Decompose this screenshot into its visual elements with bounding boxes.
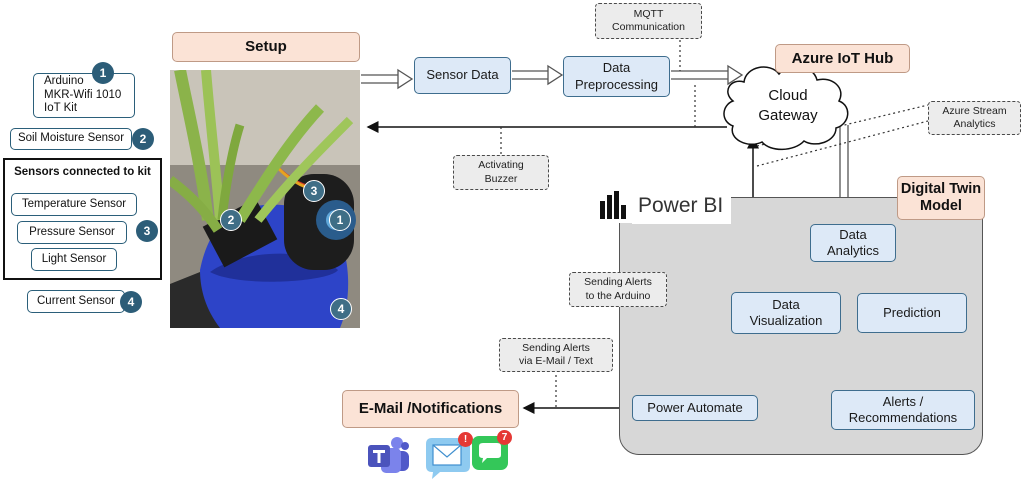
data-preprocessing-line-2: Preprocessing bbox=[574, 76, 659, 92]
photo-badge-3: 3 bbox=[303, 180, 325, 202]
activating-buzzer-line-2: Buzzer bbox=[484, 172, 518, 185]
power-bi-logo bbox=[597, 187, 633, 223]
azure-stream-line-2: Analytics bbox=[953, 118, 996, 130]
arduino-line-1: Arduino bbox=[44, 74, 84, 87]
azure-iot-hub-title: Azure IoT Hub bbox=[775, 44, 910, 73]
email-alerts-note: Sending Alerts via E-Mail / Text bbox=[499, 338, 613, 372]
alerts-line-2: Recommendations bbox=[848, 410, 958, 425]
cloud-gateway-line-2: Gateway bbox=[758, 107, 818, 125]
soil-moisture-label: Soil Moisture Sensor bbox=[17, 132, 125, 145]
digital-twin-line-2: Model bbox=[920, 198, 962, 214]
email-icon-graphic bbox=[426, 438, 470, 479]
power-bi-icon bbox=[600, 191, 626, 219]
arduino-alerts-note: Sending Alerts to the Arduino bbox=[569, 272, 667, 307]
setup-title-text: Setup bbox=[245, 38, 287, 55]
teams-icon bbox=[366, 434, 410, 476]
data-analytics-box: Data Analytics bbox=[810, 224, 896, 262]
prediction-box: Prediction bbox=[857, 293, 967, 333]
mqtt-line-1: MQTT bbox=[633, 7, 664, 20]
pressure-sensor-label: Pressure Sensor bbox=[29, 225, 115, 238]
email-notifications-title: E-Mail /Notifications bbox=[342, 390, 519, 428]
setup-title: Setup bbox=[172, 32, 360, 62]
mqtt-line-2: Communication bbox=[612, 21, 685, 33]
digital-twin-title: Digital Twin Model bbox=[897, 176, 985, 220]
power-automate-label: Power Automate bbox=[647, 399, 743, 415]
pressure-sensor-box: Pressure Sensor bbox=[17, 221, 127, 244]
data-visualization-line-2: Visualization bbox=[749, 313, 823, 328]
digital-twin-line-1: Digital Twin bbox=[900, 180, 982, 197]
soil-moisture-box: Soil Moisture Sensor bbox=[10, 128, 132, 150]
data-preprocessing-box: Data Preprocessing bbox=[563, 56, 670, 97]
cloud-gateway-label: Cloud Gateway bbox=[740, 86, 836, 127]
activating-buzzer-line-1: Activating bbox=[478, 159, 524, 172]
arduino-line-3: IoT Kit bbox=[44, 102, 78, 115]
email-alerts-line-1: Sending Alerts bbox=[522, 341, 590, 354]
arduino-badge: 1 bbox=[92, 62, 114, 84]
light-sensor-label: Light Sensor bbox=[41, 252, 107, 265]
cloud-shape bbox=[723, 65, 849, 151]
email-notifications-text: E-Mail /Notifications bbox=[358, 400, 503, 417]
cloud-gateway-line-1: Cloud bbox=[768, 87, 808, 104]
current-sensor-box: Current Sensor bbox=[27, 290, 125, 313]
message-badge: 7 bbox=[497, 430, 512, 445]
temperature-sensor-label: Temperature Sensor bbox=[21, 197, 127, 210]
light-sensor-box: Light Sensor bbox=[31, 248, 117, 271]
message-icon-graphic bbox=[472, 436, 508, 470]
azure-stream-line-1: Azure Stream bbox=[942, 104, 1007, 117]
kit-sensors-title: Sensors connected to kit bbox=[14, 166, 151, 178]
current-sensor-badge: 4 bbox=[120, 291, 142, 313]
data-analytics-line-1: Data bbox=[839, 226, 867, 242]
arduino-line-2: MKR-Wifi 1010 bbox=[44, 88, 122, 101]
mqtt-note: MQTT Communication bbox=[595, 3, 702, 39]
data-visualization-line-1: Data bbox=[772, 296, 800, 312]
setup-photo bbox=[170, 70, 360, 328]
alerts-recommendations-box: Alerts / Recommendations bbox=[831, 390, 975, 430]
azure-stream-analytics-note: Azure Stream Analytics bbox=[928, 101, 1021, 135]
email-icon bbox=[424, 432, 472, 480]
power-automate-box: Power Automate bbox=[632, 395, 758, 421]
email-badge: ! bbox=[458, 432, 473, 447]
data-preprocessing-line-1: Data bbox=[602, 60, 631, 76]
email-alerts-line-2: via E-Mail / Text bbox=[519, 355, 593, 367]
data-analytics-line-2: Analytics bbox=[826, 243, 880, 258]
setup-photo-illustration bbox=[170, 70, 360, 328]
sensor-data-box: Sensor Data bbox=[414, 57, 511, 94]
activating-buzzer-note: Activating Buzzer bbox=[453, 155, 549, 190]
data-visualization-box: Data Visualization bbox=[731, 292, 841, 334]
soil-moisture-badge: 2 bbox=[132, 128, 154, 150]
arduino-alerts-line-1: Sending Alerts bbox=[584, 276, 652, 289]
arduino-alerts-line-2: to the Arduino bbox=[585, 289, 651, 302]
photo-badge-2: 2 bbox=[220, 209, 242, 231]
kit-sensors-badge: 3 bbox=[136, 220, 158, 242]
azure-iot-hub-text: Azure IoT Hub bbox=[791, 49, 894, 67]
teams-icon-graphic bbox=[368, 437, 409, 473]
photo-badge-1: 1 bbox=[329, 209, 351, 231]
alerts-line-1: Alerts / bbox=[882, 393, 924, 409]
temperature-sensor-box: Temperature Sensor bbox=[11, 193, 137, 216]
message-icon bbox=[472, 434, 508, 472]
sensor-data-label: Sensor Data bbox=[426, 67, 499, 83]
photo-badge-4: 4 bbox=[330, 298, 352, 320]
current-sensor-label: Current Sensor bbox=[37, 294, 115, 307]
power-bi-label: Power BI bbox=[632, 188, 732, 224]
prediction-label: Prediction bbox=[883, 304, 941, 320]
arduino-box: Arduino MKR-Wifi 1010 IoT Kit bbox=[33, 73, 135, 118]
